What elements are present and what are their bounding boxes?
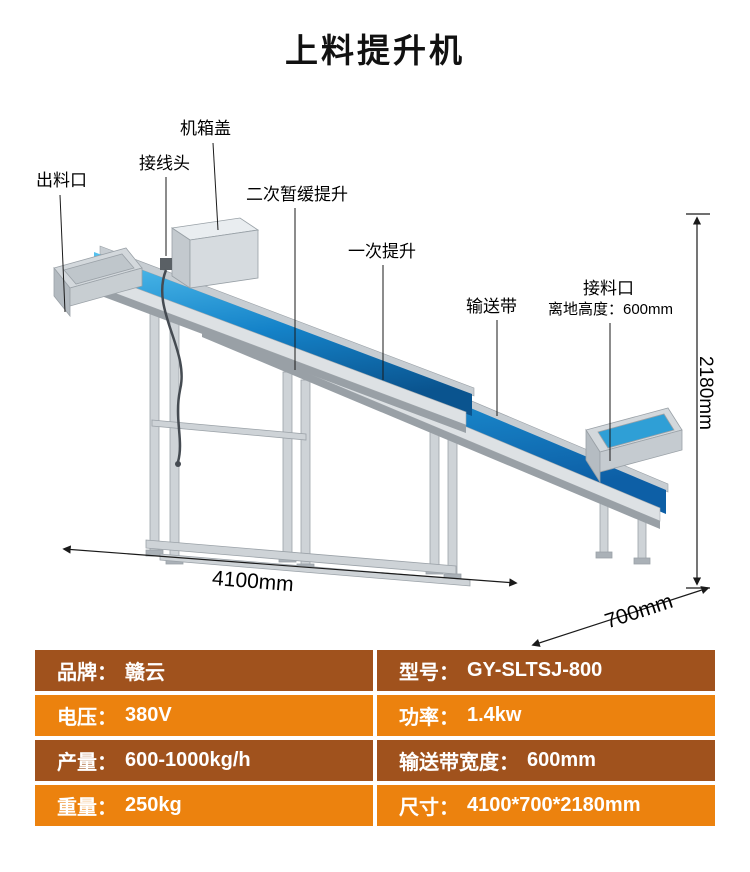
spec-label: 重量： <box>57 797 117 819</box>
spec-table: 品牌： 赣云 型号： GY-SLTSJ-800 电压： 380V 功率： 1.4… <box>35 650 715 830</box>
label-leader-lines <box>59 142 611 461</box>
spec-label: 型号： <box>399 662 459 684</box>
wire-cable <box>160 258 183 467</box>
label-primary-lift: 一次提升 <box>348 242 416 261</box>
spec-label: 功率： <box>399 707 459 729</box>
table-row: 品牌： 赣云 型号： GY-SLTSJ-800 <box>35 650 715 691</box>
spec-value: 4100*700*2180mm <box>467 794 641 816</box>
spec-label: 产量： <box>57 752 117 774</box>
spec-value: 1.4kw <box>467 704 522 726</box>
spec-cell-weight: 重量： 250kg <box>35 785 373 826</box>
spec-value: 赣云 <box>125 662 165 684</box>
spec-value: 250kg <box>125 794 182 816</box>
discharge-chute <box>53 247 143 318</box>
spec-cell-voltage: 电压： 380V <box>35 695 373 736</box>
machine-diagram: 机箱盖 接线头 出料口 二次暂缓提升 一次提升 输送带 接料口 离地高度：600… <box>0 90 750 650</box>
spec-value: 600-1000kg/h <box>125 749 251 771</box>
table-row: 电压： 380V 功率： 1.4kw <box>35 695 715 736</box>
spec-value: GY-SLTSJ-800 <box>467 659 603 681</box>
label-conveyor-belt: 输送带 <box>466 297 517 316</box>
spec-cell-size: 尺寸： 4100*700*2180mm <box>377 785 715 826</box>
spec-label: 电压： <box>57 707 117 729</box>
table-row: 重量： 250kg 尺寸： 4100*700*2180mm <box>35 785 715 826</box>
secondary-lift-conveyor <box>87 245 475 433</box>
spec-value: 600mm <box>527 749 596 771</box>
table-row: 产量： 600-1000kg/h 输送带宽度： 600mm <box>35 740 715 781</box>
spec-cell-capacity: 产量： 600-1000kg/h <box>35 740 373 781</box>
dimension-height-text: 2180mm <box>695 356 716 430</box>
label-wire-connector: 接线头 <box>139 154 190 173</box>
spec-value: 380V <box>125 704 172 726</box>
spec-label: 尺寸： <box>399 797 459 819</box>
spec-cell-brand: 品牌： 赣云 <box>35 650 373 691</box>
label-secondary-lift: 二次暂缓提升 <box>246 185 348 204</box>
spec-cell-belt-width: 输送带宽度： 600mm <box>377 740 715 781</box>
label-cabinet-cover: 机箱盖 <box>180 119 231 138</box>
label-feed-inlet-height: 离地高度：600mm <box>548 301 674 318</box>
dimension-lines <box>62 213 710 647</box>
spec-cell-power: 功率： 1.4kw <box>377 695 715 736</box>
machine-illustration-svg <box>53 142 710 647</box>
label-feed-inlet: 接料口 <box>583 279 634 298</box>
label-discharge-outlet: 出料口 <box>36 171 87 190</box>
spec-cell-model: 型号： GY-SLTSJ-800 <box>377 650 715 691</box>
cabinet-box <box>170 217 260 289</box>
page-title: 上料提升机 <box>285 32 465 69</box>
spec-label: 输送带宽度： <box>399 752 519 774</box>
spec-label: 品牌： <box>57 662 117 684</box>
